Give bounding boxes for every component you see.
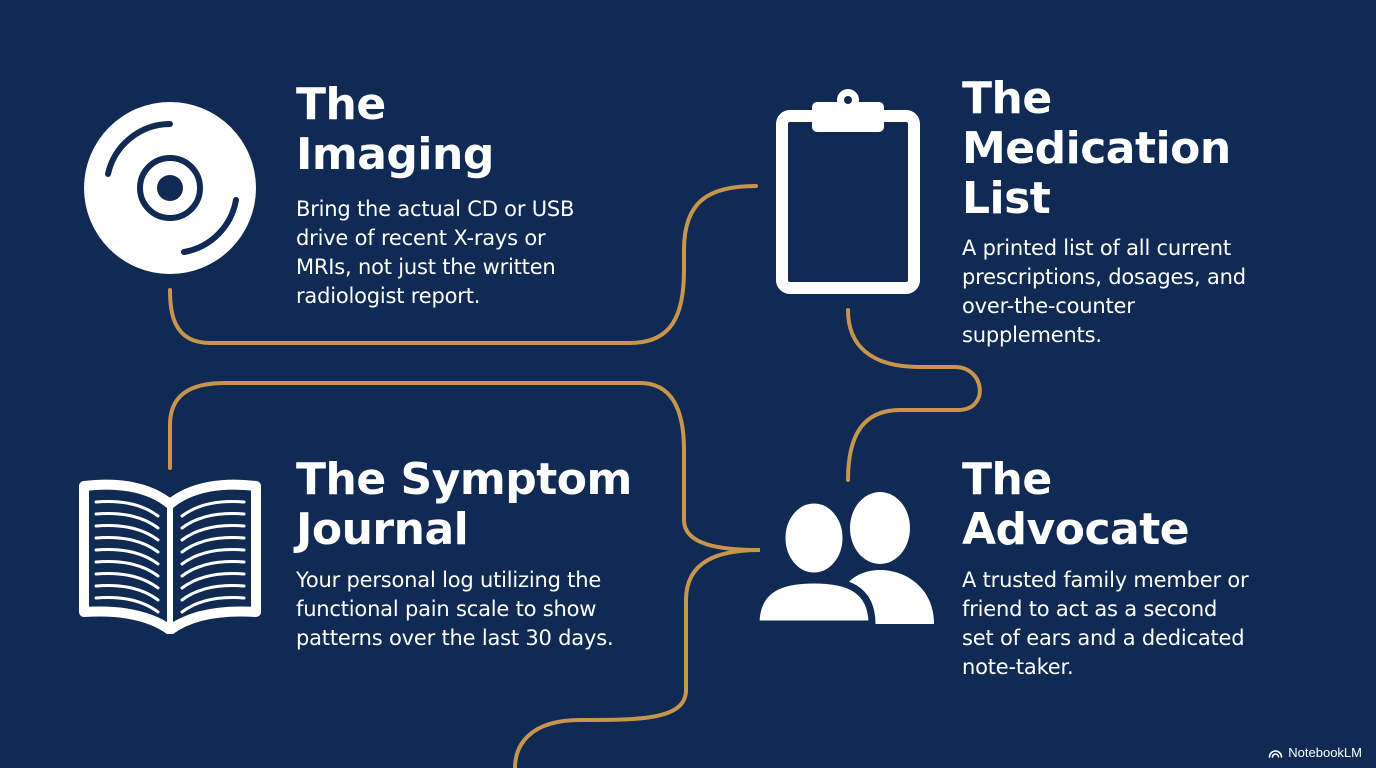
connector-imaging-to-medication [168,184,758,345]
imaging-description-line: radiologist report. [296,284,481,308]
advocate-description-line: friend to act as a second [962,597,1218,621]
imaging-title-line: Imaging [296,129,494,180]
imaging-title: The Imaging [296,80,494,180]
medication-list-description: A printed list of all current prescripti… [962,234,1246,350]
medication-list-description-line: supplements. [962,323,1102,347]
medication-list-title-line: The [962,73,1052,124]
notebooklm-logo-icon [1268,750,1283,758]
medication-list-title-line: Medication [962,123,1231,174]
advocate-description-line: A trusted family member or [962,568,1249,592]
imaging-title-line: The [296,79,386,130]
connector-symptom-to-advocate [168,381,761,768]
imaging-description-line: MRIs, not just the written [296,255,556,279]
medication-list-description-line: A printed list of all current [962,236,1231,260]
advocate-description-line: note-taker. [962,655,1074,679]
symptom-journal-description: Your personal log utilizing the function… [296,566,614,653]
medication-list-title: The Medication List [962,74,1231,224]
medication-list-description-line: over-the-counter [962,294,1135,318]
notebooklm-label: NotebookLM [1288,745,1362,760]
symptom-journal-title-line: Journal [296,504,469,555]
symptom-journal-description-line: functional pain scale to show [296,597,597,621]
open-book-icon [79,479,261,634]
advocate-description-line: set of ears and a dedicated [962,626,1245,650]
advocate-title-line: The [962,454,1052,505]
advocate-description: A trusted family member or friend to act… [962,566,1249,682]
imaging-description: Bring the actual CD or USB drive of rece… [296,195,574,311]
imaging-description-line: drive of recent X-rays or [296,226,546,250]
symptom-journal-description-line: patterns over the last 30 days. [296,626,614,650]
advocate-title: The Advocate [962,454,1190,555]
connector-medication-to-advocate [846,308,982,482]
symptom-journal-title: The Symptom Journal [296,455,632,555]
advocate-title-line: Advocate [962,504,1190,555]
symptom-journal-description-line: Your personal log utilizing the [296,568,602,592]
two-people-icon [754,492,934,624]
symptom-journal-title-line: The Symptom [296,454,632,505]
imaging-description-line: Bring the actual CD or USB [296,197,575,221]
notebooklm-watermark: NotebookLM [1268,745,1362,760]
disc-icon [84,102,256,274]
clipboard-icon [776,89,920,294]
medication-list-description-line: prescriptions, dosages, and [962,265,1246,289]
medication-list-title-line: List [962,173,1051,224]
